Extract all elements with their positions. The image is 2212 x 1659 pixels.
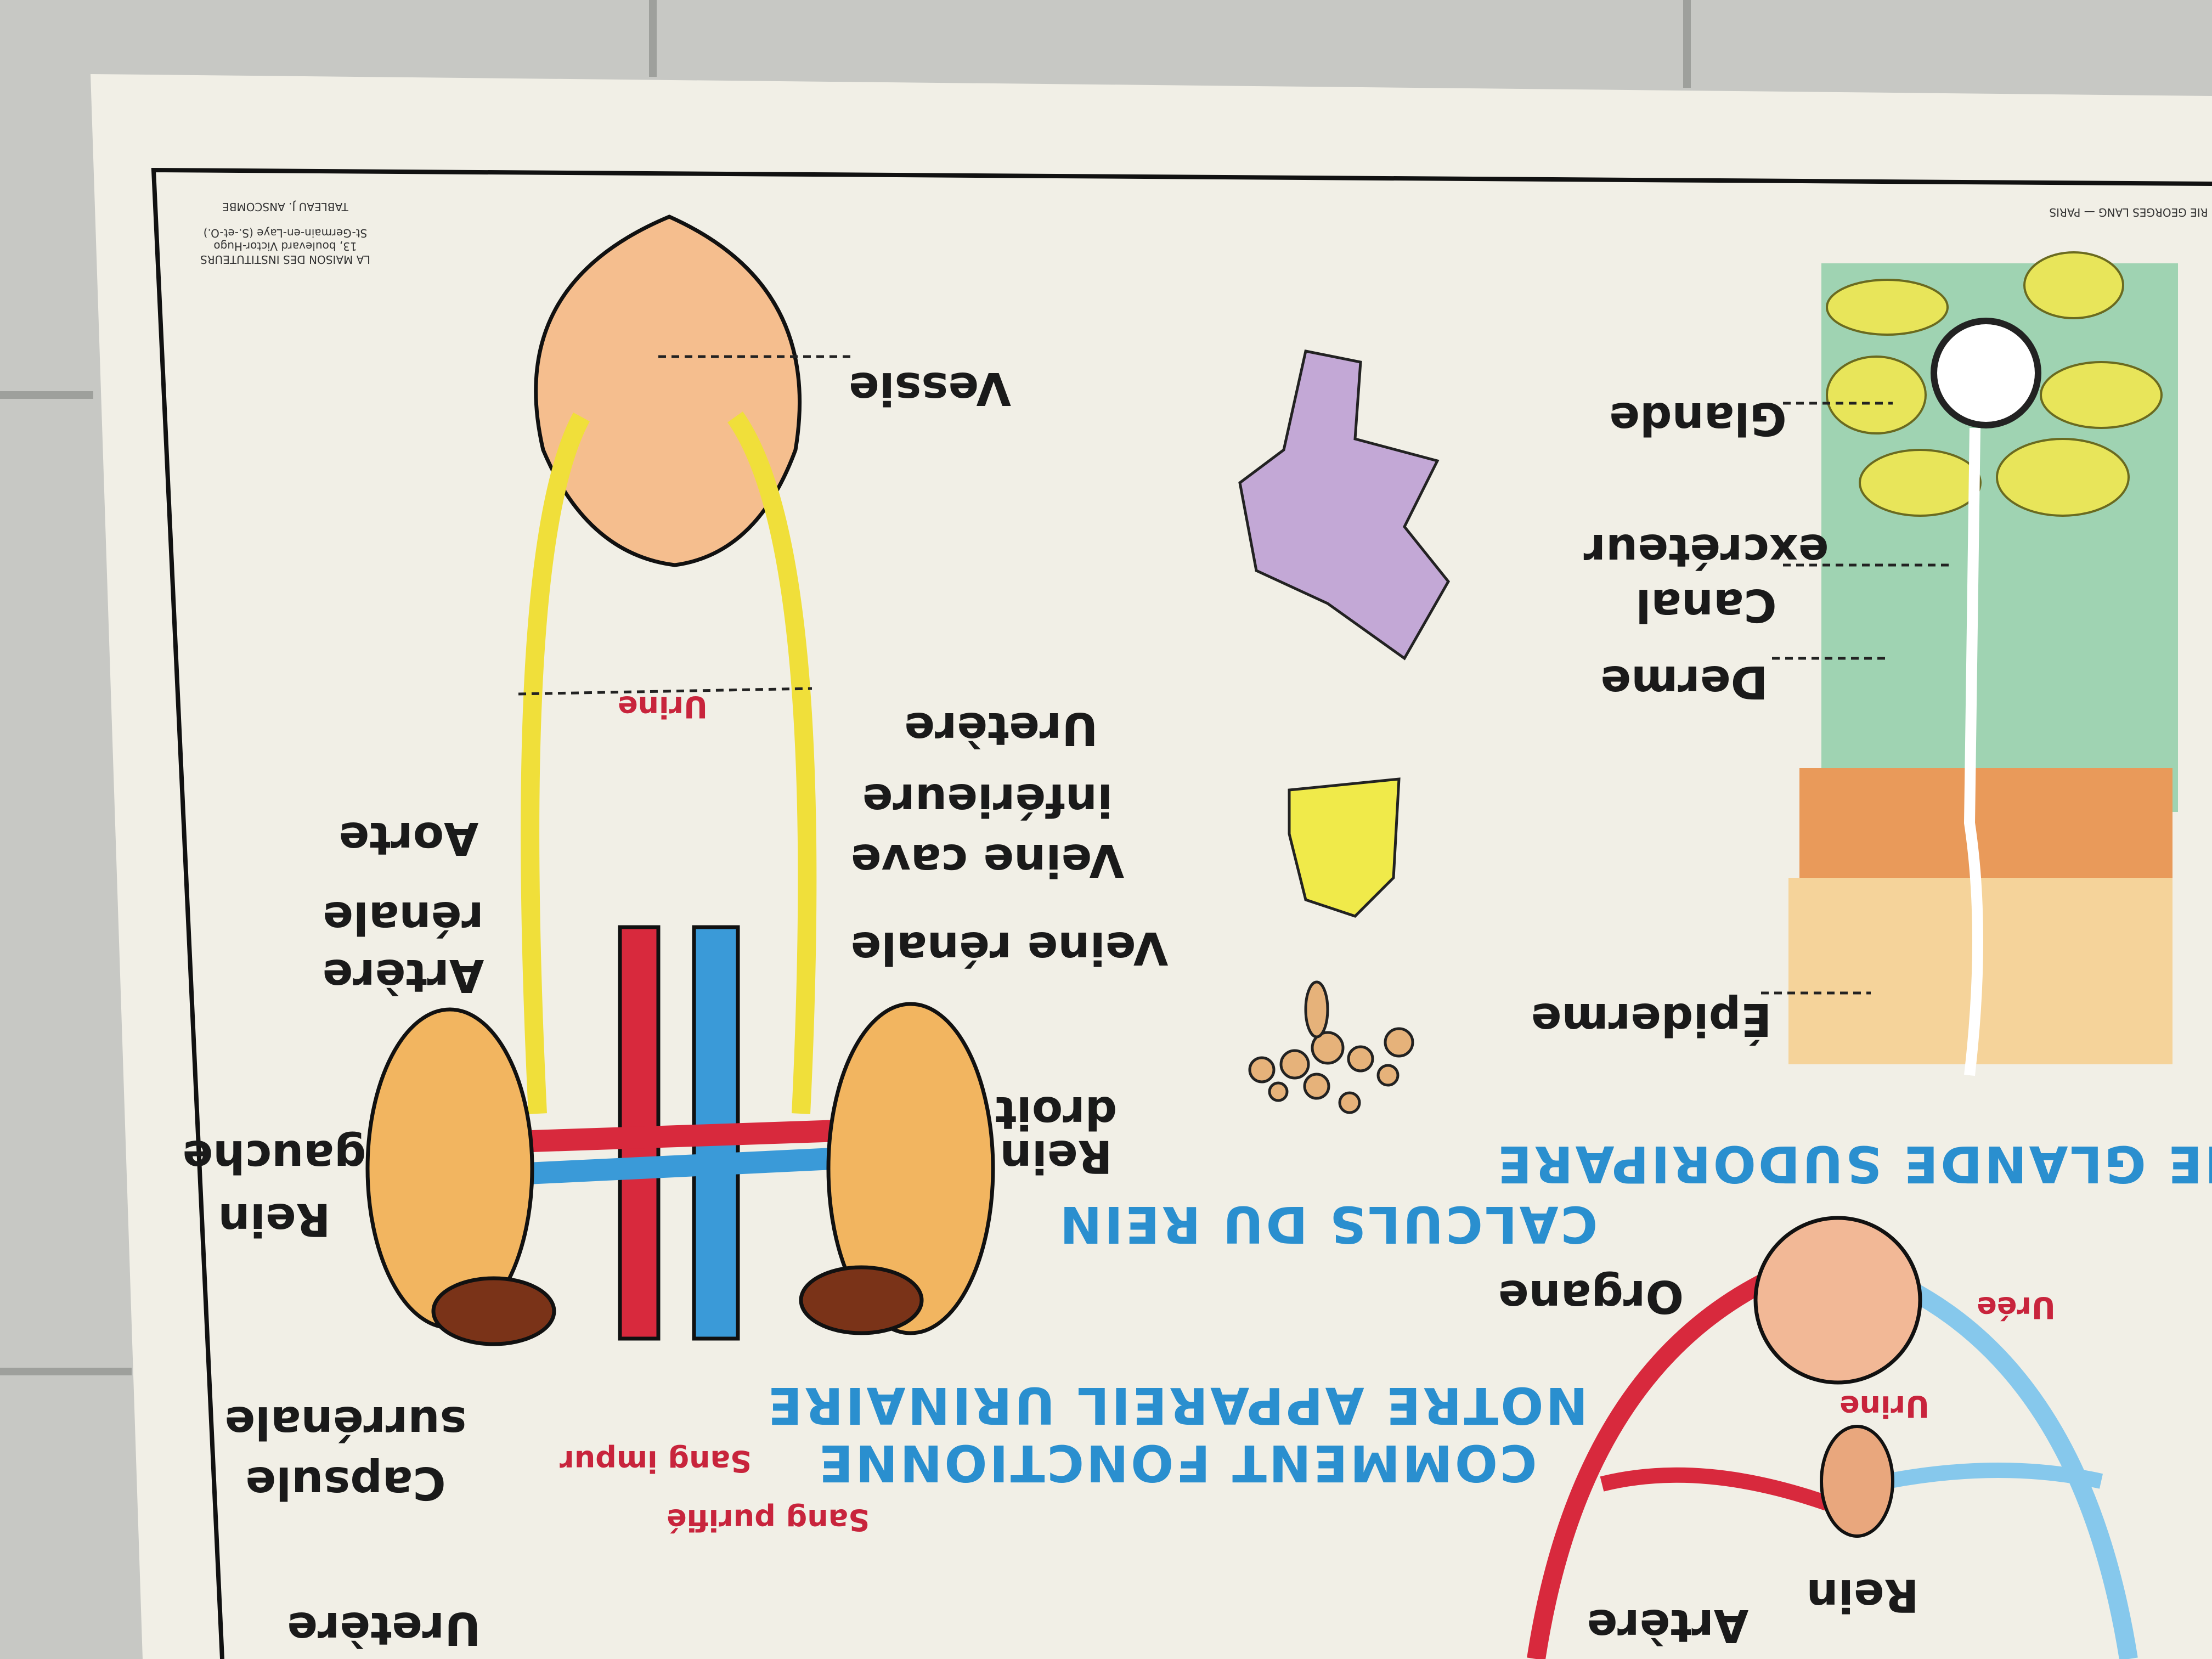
label-veine-cave-2: inférieure (862, 774, 1113, 826)
label-artere-renale-1: Artère (323, 949, 484, 1001)
poster-border (151, 167, 2212, 1659)
excretory-duct (1963, 427, 1983, 1076)
publisher-left: TABLEAU J. ANSCOMBE LA MAISON DES INSTIT… (200, 200, 370, 266)
urinary-system-diagram (365, 215, 995, 1346)
title-urinary-2: NOTRE APPAREIL URINAIRE (766, 1376, 1588, 1435)
label-canal-1: Canal (1635, 579, 1776, 631)
adrenal-right (799, 1265, 924, 1335)
svg-text:TABLEAU J. ANSCOMBE: TABLEAU J. ANSCOMBE (222, 200, 349, 213)
label-canal-2: excréteur (1583, 524, 1829, 576)
label-capsule-1: Capsule (245, 1457, 445, 1509)
label-aorte: Aorte (338, 812, 478, 864)
gland-coil (1931, 318, 2041, 428)
kidney-small (1820, 1425, 1894, 1538)
stone-gravel (1248, 980, 1414, 1114)
label-capsule-2: surrénale (224, 1396, 466, 1448)
label-sang-purifie: Sang purifié (667, 1503, 870, 1537)
title-calculs: CALCULS DU REIN (1058, 1195, 1598, 1254)
bladder (534, 215, 802, 567)
label-derme: Derme (1600, 656, 1768, 708)
adrenal-left (431, 1276, 556, 1346)
title-urinary-1: COMMENT FONCTIONNE (816, 1434, 1537, 1492)
ureter-left (521, 412, 590, 1114)
vein-loop (1905, 1280, 2138, 1659)
label-rein-gauche-2: gauche (182, 1130, 366, 1182)
label-organe: Organe (1498, 1270, 1684, 1322)
label-veine-renale: Veine rénale (851, 922, 1169, 974)
stone-purple (1238, 349, 1451, 661)
sweat-gland-diagram (1788, 251, 2178, 1076)
stone-yellow (1288, 777, 1401, 918)
label-rein-gauche-1: Rein (218, 1193, 330, 1245)
svg-text:LA MAISON DES INSTITUTEURS: LA MAISON DES INSTITUTEURS (200, 253, 370, 266)
renal-vein (515, 1147, 856, 1185)
label-uretere: Uretère (904, 702, 1098, 754)
label-rein-small: Rein (1806, 1569, 1918, 1621)
svg-text:13, boulevard Victor-Hugo: 13, boulevard Victor-Hugo (213, 240, 357, 253)
kidney-right (826, 1002, 995, 1335)
publisher-right: RIE GEORGES LANG — PARIS (2049, 206, 2208, 219)
label-uretere-bottom: Uretère (287, 1602, 481, 1654)
epidermis-cells (1799, 768, 2172, 889)
label-artere-renale-2: rénale (323, 891, 484, 944)
artery-loop (1527, 1269, 1776, 1659)
circulation-diagram (1527, 1216, 2138, 1659)
organ (1753, 1216, 1922, 1385)
ureter-right (727, 411, 817, 1114)
label-sang-impur: Sang impur (560, 1444, 752, 1479)
title-sweat-gland: UNE GLANDE SUDORIPARE (1496, 1135, 2212, 1193)
label-urine: Urine (618, 690, 708, 724)
label-glande: Glande (1609, 392, 1786, 444)
label-rein-droit-1: Rein (1000, 1130, 1112, 1182)
label-artere: Artère (1587, 1599, 1749, 1651)
artery-branch (1600, 1467, 1830, 1511)
label-rein-droit-2: droit (995, 1086, 1118, 1138)
vein-branch (1886, 1463, 2103, 1489)
renal-artery (532, 1119, 856, 1152)
kidney-stones (1238, 349, 1451, 1114)
label-uree: Urée (1977, 1290, 2056, 1325)
label-epiderme: Épiderme (1531, 993, 1772, 1046)
label-urine-small: Urine (1839, 1389, 1929, 1424)
label-veine-cave-1: Veine cave (851, 834, 1124, 886)
label-vessie: Vessie (849, 362, 1011, 414)
svg-text:St-Germain-en-Laye (S.-et-O.): St-Germain-en-Laye (S.-et-O.) (204, 227, 368, 240)
